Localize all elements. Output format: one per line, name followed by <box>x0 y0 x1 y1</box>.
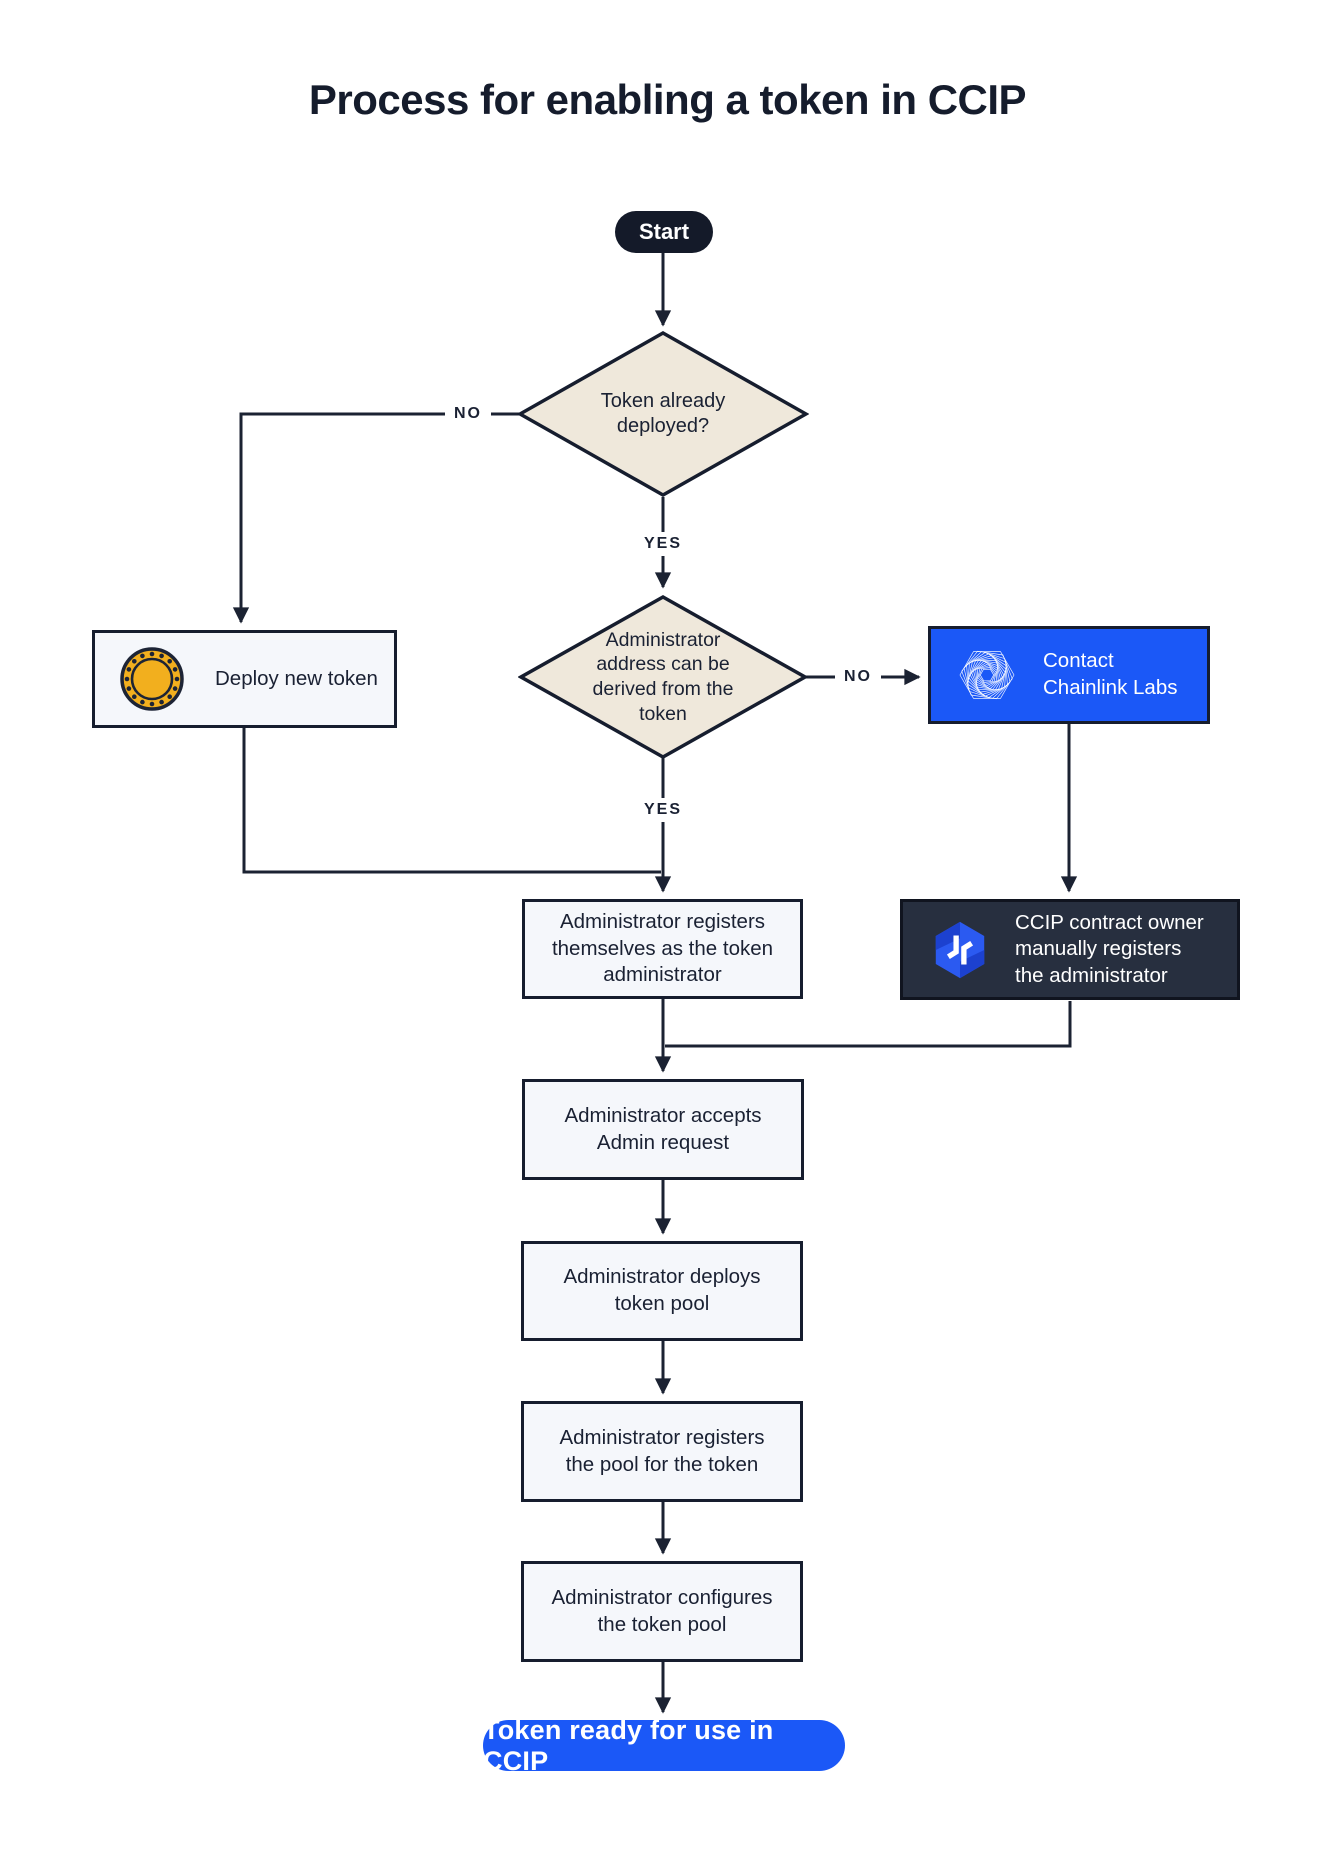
edge-deploy-merge <box>242 728 661 874</box>
node-admin-deploys-pool: Administrator deploys token pool <box>521 1241 803 1341</box>
diamond-shape <box>517 330 809 498</box>
node-contact-chainlink-labs: Contact Chainlink Labs <box>928 626 1210 724</box>
ccip-logo-icon <box>929 919 991 981</box>
decision-label: Administrator address can be derived fro… <box>592 628 734 725</box>
edge-token-deployed-no <box>232 412 519 624</box>
edge-label-yes: YES <box>634 532 692 556</box>
box-label: Administrator registers themselves as th… <box>551 910 774 987</box>
page-title: Process for enabling a token in CCIP <box>308 76 1027 123</box>
start-label: Start <box>638 219 690 244</box>
node-ccip-owner-registers: CCIP contract owner manually registers t… <box>900 899 1240 1000</box>
edge-ccip-owner-merge <box>665 1001 1072 1048</box>
edge-label-no: NO <box>445 402 491 426</box>
decision-label: Token already deployed? <box>600 389 726 437</box>
node-start: Start <box>615 211 713 253</box>
end-label: Token ready for use in CCIP <box>483 1714 774 1776</box>
node-admin-registers: Administrator registers themselves as th… <box>522 899 803 999</box>
edge-label-no: NO <box>835 665 881 689</box>
diamond-shape <box>518 594 808 760</box>
node-admin-registers-pool: Administrator registers the pool for the… <box>521 1401 803 1502</box>
chainlink-labs-logo-icon <box>957 645 1017 705</box>
node-deploy-new-token: Deploy new token <box>92 630 397 728</box>
edge-label-yes: YES <box>634 798 692 822</box>
node-admin-configures-pool: Administrator configures the token pool <box>521 1561 803 1662</box>
node-token-ready: Token ready for use in CCIP <box>483 1715 845 1776</box>
decision-token-deployed: Token already deployed? <box>517 330 809 498</box>
box-label: Deploy new token <box>215 666 378 690</box>
box-label: Administrator registers the pool for the… <box>559 1425 765 1476</box>
coin-icon <box>119 646 185 712</box>
decision-admin-derived: Administrator address can be derived fro… <box>518 594 808 760</box>
box-label: Contact Chainlink Labs <box>1043 649 1178 699</box>
node-admin-accepts: Administrator accepts Admin request <box>522 1079 804 1180</box>
box-label: Administrator accepts Admin request <box>564 1103 762 1154</box>
box-label: CCIP contract owner manually registers t… <box>1015 910 1204 987</box>
box-label: Administrator deploys token pool <box>563 1265 761 1315</box>
box-label: Administrator configures the token pool <box>551 1585 773 1636</box>
